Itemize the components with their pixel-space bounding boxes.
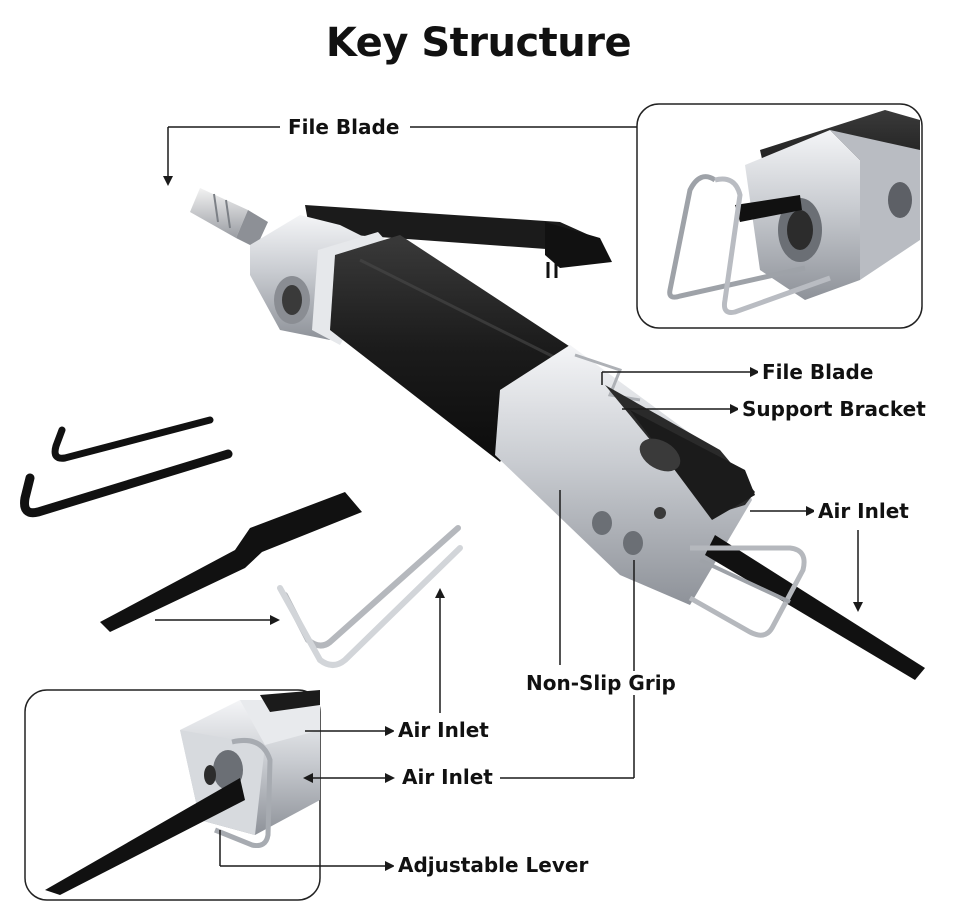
leader-lines <box>155 126 863 871</box>
inset-top-right <box>636 103 923 329</box>
label-air-inlet-mid: Air Inlet <box>394 718 493 742</box>
inset-bottom-left <box>24 689 321 901</box>
label-air-inlet-low: Air Inlet <box>398 765 497 789</box>
main-tool <box>190 188 925 680</box>
label-adjustable-lever: Adjustable Lever <box>394 853 593 877</box>
label-non-slip-grip: Non-Slip Grip <box>522 671 680 695</box>
accessories <box>20 416 463 668</box>
label-air-inlet-right: Air Inlet <box>814 499 913 523</box>
label-support-bracket: Support Bracket <box>738 397 930 421</box>
page-title: Key Structure <box>325 20 632 66</box>
label-file-blade-top: File Blade <box>284 115 404 139</box>
label-file-blade-right: File Blade <box>758 360 878 384</box>
